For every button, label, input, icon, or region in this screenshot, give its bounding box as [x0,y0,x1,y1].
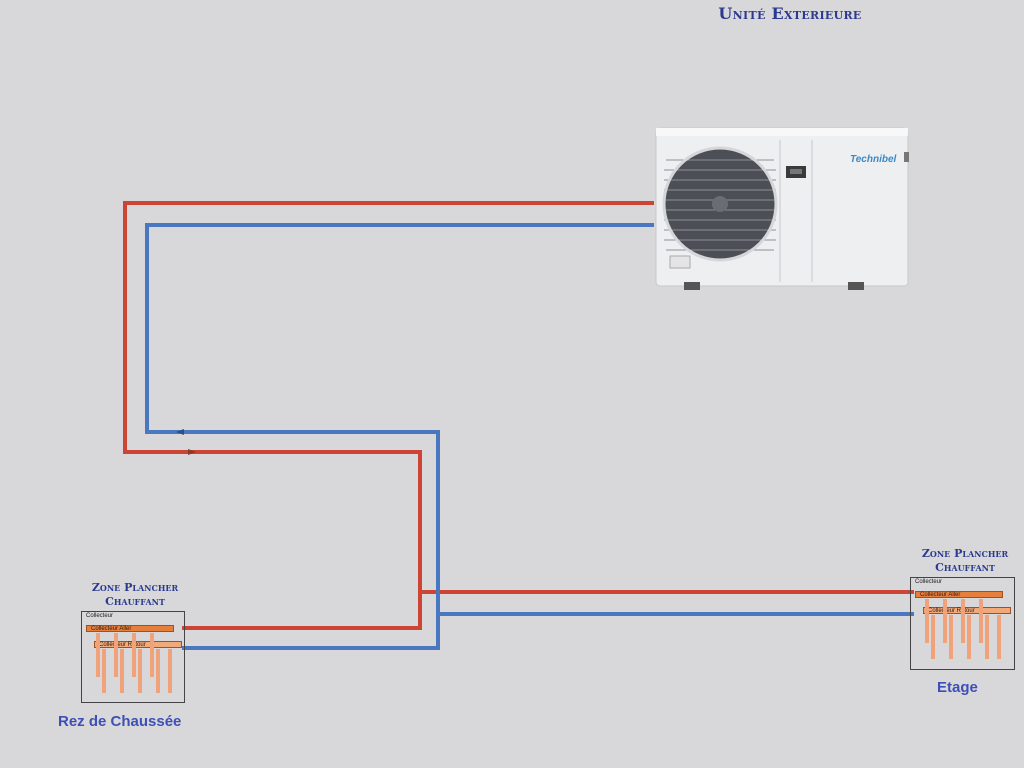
collector-retour-bar: Collecteur Retour [923,607,1011,614]
floor-loop-tube [925,599,929,643]
supply-pipe-main [123,201,654,630]
floor-loop-tube [949,615,953,659]
collector-label: Collecteur [915,579,943,585]
floor-loop-tube [114,633,118,677]
floor-loop-tube [96,633,100,677]
zone-title-line1: Zone Plancher [91,581,179,594]
collector-box-rdc: Collecteur Collecteur Aller Collecteur R… [81,611,185,703]
floor-label-rdc: Rez de Chaussée [58,713,182,730]
zone-title-rdc: Zone Plancher Chauffant [75,581,195,609]
zone-title-line2: Chauffant [105,595,165,608]
zone-title-line1: Zone Plancher [921,547,1009,560]
floor-loop-tube [967,615,971,659]
floor-label-etage: Etage [937,679,978,696]
return-pipe-main [145,223,654,650]
floor-loop-tube [943,599,947,643]
zone-title-etage: Zone Plancher Chauffant [905,547,1024,575]
collector-label: Collecteur [86,613,114,619]
collector-box-etage: Collecteur Collecteur Aller Collecteur R… [910,577,1015,670]
floor-loop-tube [156,649,160,693]
floor-loop-tube [961,599,965,643]
flow-arrow-icon [188,449,196,455]
floor-loop-tube [120,649,124,693]
outdoor-unit: Technibel [655,127,909,290]
floor-loop-tube [168,649,172,693]
floor-loop-tube [997,615,1001,659]
collector-retour-bar: Collecteur Retour [94,641,182,648]
floor-loop-tube [979,599,983,643]
flow-arrow-icon [176,429,184,435]
floor-loop-tube [985,615,989,659]
floor-loop-tube [931,615,935,659]
floor-loop-tube [132,633,136,677]
zone-title-line2: Chauffant [935,561,995,574]
outdoor-unit-brand: Technibel [850,154,897,165]
outdoor-unit-title: Unité Exterieure [718,4,862,23]
floor-loop-tube [102,649,106,693]
collector-aller-bar: Collecteur Aller [86,625,174,632]
floor-loop-tube [150,633,154,677]
collector-aller-bar: Collecteur Aller [915,591,1003,598]
floor-loop-tube [138,649,142,693]
